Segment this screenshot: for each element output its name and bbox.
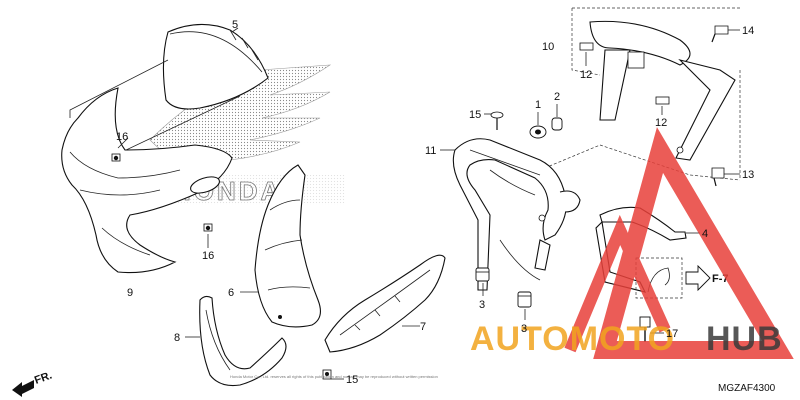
diagram-code: MGZAF4300 — [718, 383, 776, 394]
collar-part-2[interactable] — [551, 117, 563, 131]
grommet-part-1[interactable] — [529, 125, 547, 139]
upper-bracket-part-10[interactable] — [589, 20, 736, 161]
bolt-15-upper[interactable] — [490, 111, 504, 130]
watermark-brand-primary: AUTOMOTO — [470, 320, 675, 358]
callout-15-upper: 15 — [469, 109, 481, 121]
watermark — [564, 127, 794, 359]
front-direction-arrow — [12, 380, 34, 397]
callout-17: 17 — [666, 328, 678, 340]
callout-12-lower: 12 — [655, 117, 667, 129]
side-cowl-part-6[interactable] — [254, 164, 321, 328]
watermark-triangle-inner — [564, 214, 671, 353]
callout-7: 7 — [420, 321, 426, 333]
callout-8: 8 — [174, 332, 180, 344]
callout-15-lower: 15 — [346, 374, 358, 386]
frame-stay-part-11[interactable] — [452, 138, 581, 291]
lower-cowl-part-8[interactable] — [199, 295, 287, 387]
bolt-13[interactable] — [711, 167, 725, 187]
callout-5: 5 — [232, 19, 238, 31]
callout-11: 11 — [425, 145, 436, 157]
bolt-15-lower[interactable] — [322, 369, 332, 380]
callout-14: 14 — [742, 25, 754, 37]
reference-arrow — [685, 264, 711, 292]
pad-12-upper[interactable] — [579, 42, 594, 51]
bolt-16-upper[interactable] — [111, 153, 121, 162]
callout-1: 1 — [535, 99, 541, 111]
callout-4: 4 — [702, 228, 708, 240]
callout-9: 9 — [127, 287, 133, 299]
callout-3-left: 3 — [479, 299, 485, 311]
rubber-mount-3a[interactable] — [475, 267, 490, 282]
pad-12-lower[interactable] — [655, 96, 670, 105]
watermark-brand-secondary: HUB — [706, 320, 783, 358]
inner-cowl-part[interactable] — [61, 87, 233, 274]
callout-2: 2 — [554, 91, 560, 103]
windscreen-part[interactable] — [162, 23, 269, 110]
rubber-mount-3b[interactable] — [517, 291, 532, 308]
callout-6: 6 — [228, 287, 234, 299]
callout-10: 10 — [542, 41, 554, 53]
direction-label: FR. — [33, 369, 54, 386]
callout-3-right: 3 — [521, 323, 527, 335]
copyright-text: Honda Motor Co., Ltd. reserves all right… — [230, 374, 438, 379]
callout-16-lower: 16 — [202, 250, 214, 262]
side-cowl-part-7[interactable] — [324, 254, 446, 353]
bolt-17[interactable] — [639, 316, 651, 342]
callout-12-upper: 12 — [580, 69, 592, 81]
bolt-14[interactable] — [711, 25, 729, 43]
callout-16-upper: 16 — [116, 131, 128, 143]
callout-13: 13 — [742, 169, 754, 181]
bolt-16-lower[interactable] — [203, 223, 213, 232]
